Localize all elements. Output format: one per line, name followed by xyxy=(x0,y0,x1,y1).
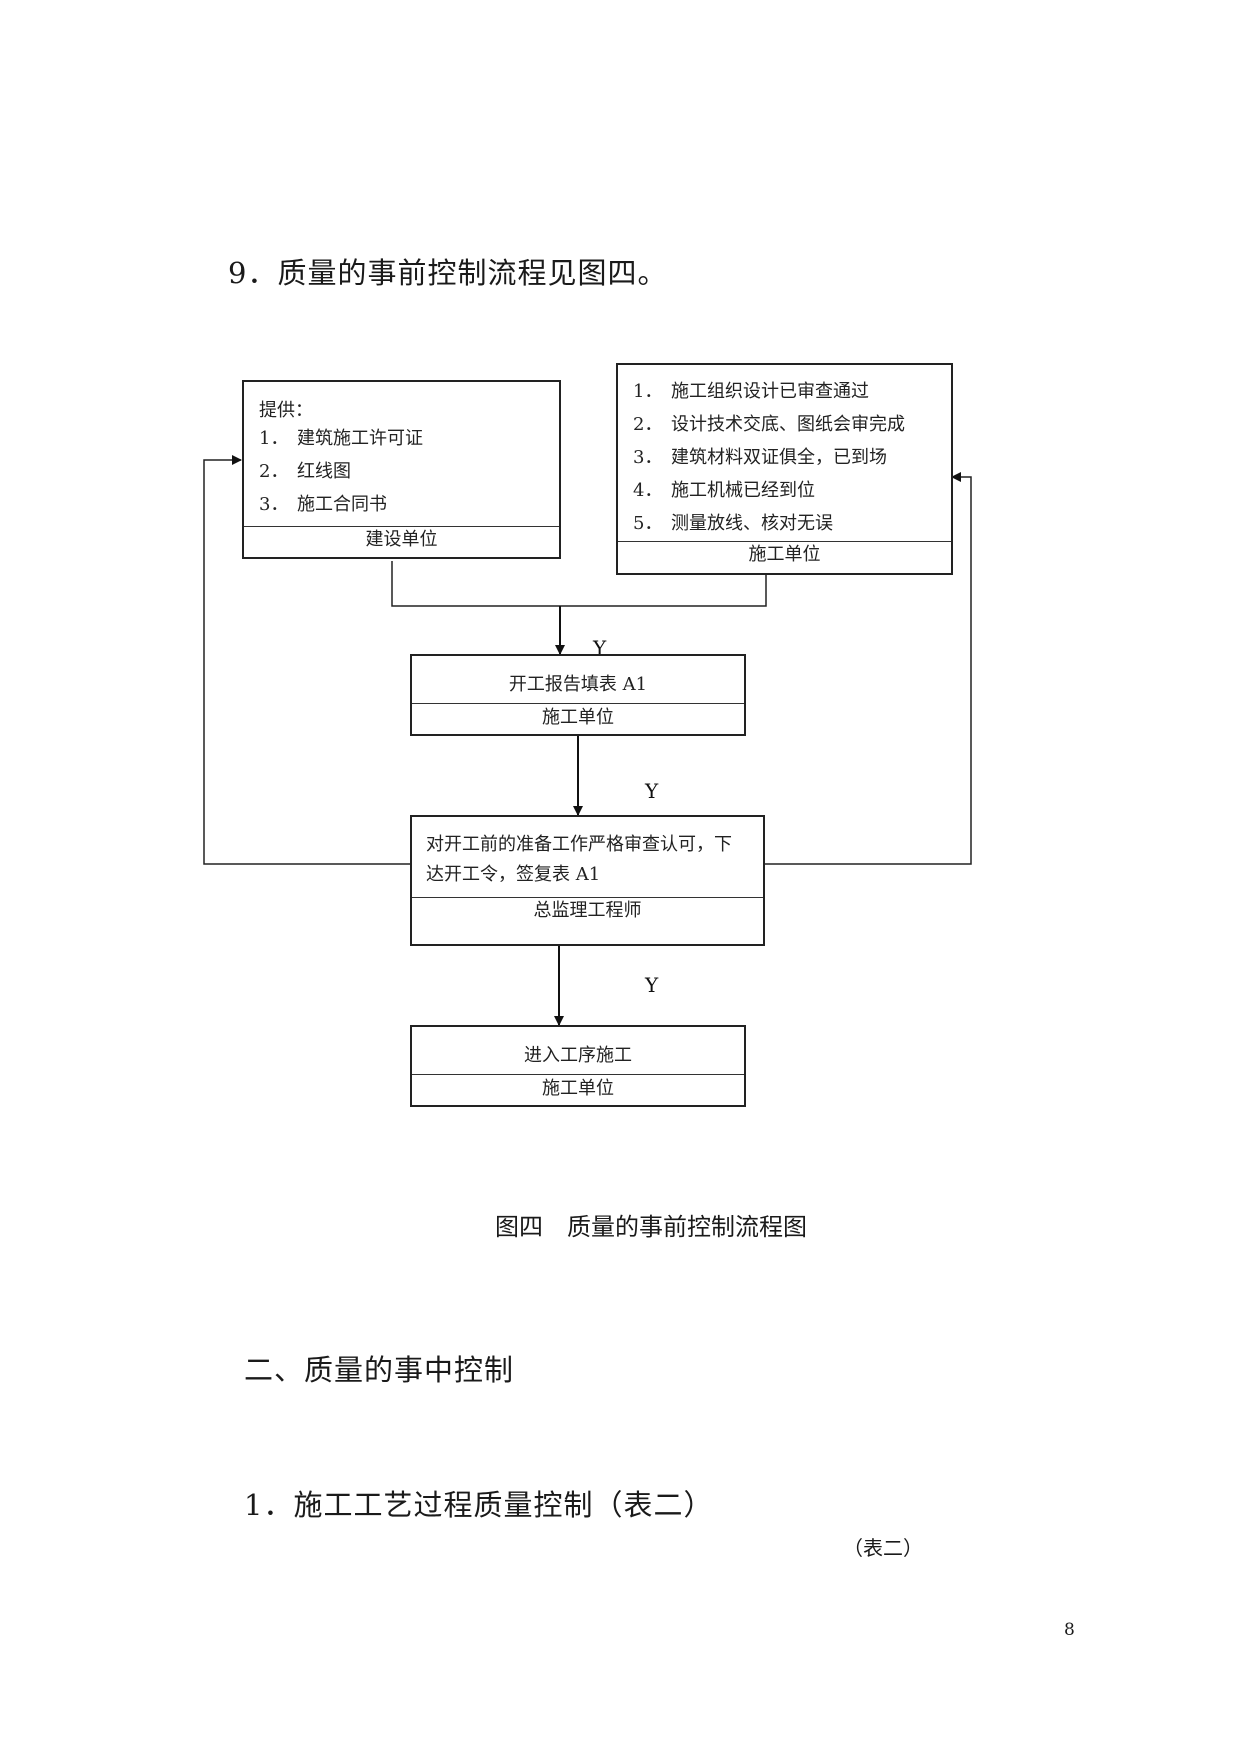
merge-connector xyxy=(391,561,767,607)
feedback-right-connector xyxy=(765,472,972,865)
start-report-owner: 施工单位 xyxy=(542,707,614,728)
list-item: 2．红线图 xyxy=(259,461,351,482)
next-process-box: 进入工序施工 施工单位 xyxy=(410,1025,746,1107)
page-number: 8 xyxy=(1064,1620,1075,1640)
list-item: 3．建筑材料双证俱全，已到场 xyxy=(633,447,887,468)
next-process-owner: 施工单位 xyxy=(542,1078,614,1099)
list-item: 5．测量放线、核对无误 xyxy=(633,513,833,534)
client-box-list: 1．建筑施工许可证 2．红线图 3．施工合同书 xyxy=(259,422,423,521)
contractor-requirements-box: 1．施工组织设计已审查通过 2．设计技术交底、图纸会审完成 3．建筑材料双证俱全… xyxy=(616,363,953,575)
list-item: 4．施工机械已经到位 xyxy=(633,480,815,501)
list-item: 2．设计技术交底、图纸会审完成 xyxy=(633,414,905,435)
feedback-left-connector xyxy=(203,455,411,865)
next-process-text: 进入工序施工 xyxy=(524,1045,632,1066)
client-requirements-box: 提供： 1．建筑施工许可证 2．红线图 3．施工合同书 建设单位 xyxy=(242,380,561,559)
review-text-line-1: 对开工前的准备工作严格审查认可，下 xyxy=(426,834,732,855)
client-box-title: 提供： xyxy=(259,400,313,421)
review-text-line-2: 达开工令，签复表 A1 xyxy=(426,864,601,885)
subsection-heading: 1．施工工艺过程质量控制（表二） xyxy=(244,1488,714,1522)
list-item: 1．建筑施工许可证 xyxy=(259,428,423,449)
yes-label: Y xyxy=(645,973,659,997)
section-heading: 二、质量的事中控制 xyxy=(244,1353,515,1387)
start-report-text: 开工报告填表 A1 xyxy=(508,674,648,695)
start-report-box: 开工报告填表 A1 施工单位 xyxy=(410,654,746,736)
supervisor-review-box: 对开工前的准备工作严格审查认可，下 达开工令，签复表 A1 总监理工程师 xyxy=(410,815,765,946)
contractor-box-list: 1．施工组织设计已审查通过 2．设计技术交底、图纸会审完成 3．建筑材料双证俱全… xyxy=(633,375,905,540)
review-owner: 总监理工程师 xyxy=(533,900,642,921)
list-item: 1．施工组织设计已审查通过 xyxy=(633,381,869,402)
contractor-box-owner: 施工单位 xyxy=(748,544,821,565)
table-reference: （表二） xyxy=(843,1536,923,1560)
section-9-heading: 9．质量的事前控制流程见图四。 xyxy=(228,256,668,290)
client-box-owner: 建设单位 xyxy=(365,529,438,550)
yes-label: Y xyxy=(645,779,659,803)
list-item: 3．施工合同书 xyxy=(259,494,387,515)
figure-caption: 图四 质量的事前控制流程图 xyxy=(495,1213,807,1241)
